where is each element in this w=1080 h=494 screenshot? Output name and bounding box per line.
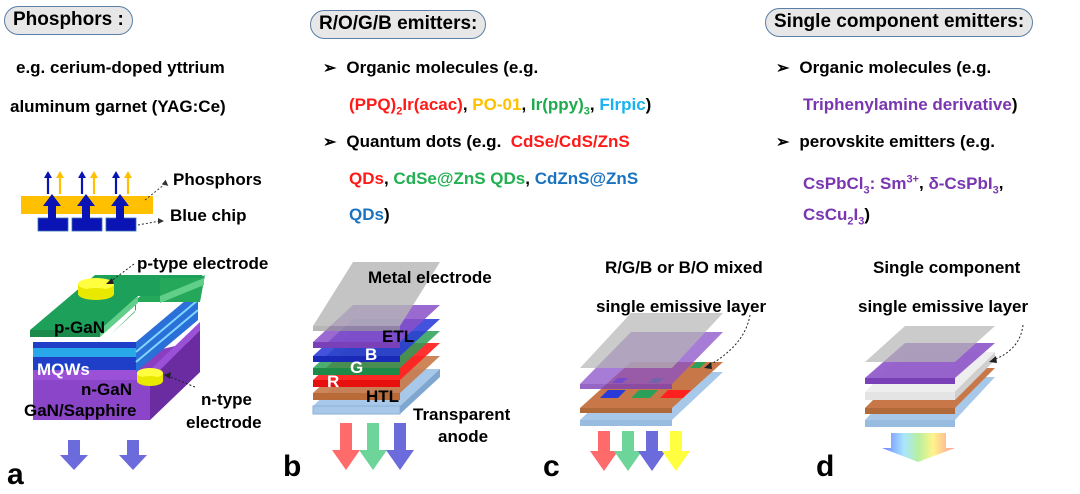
label-r: R bbox=[327, 372, 340, 391]
label-mqws: MQWs bbox=[37, 360, 90, 379]
label-c-title2: single emissive layer bbox=[596, 297, 767, 316]
label-p-type-electrode: p-type electrode bbox=[137, 254, 269, 273]
phosphors-heading: Phosphors : bbox=[4, 6, 133, 35]
label-g: G bbox=[350, 358, 364, 377]
label-n-gan: n-GaN bbox=[81, 380, 132, 399]
arrow-bullet-icon: ➢ bbox=[323, 134, 337, 151]
single-bullet-organic: ➢ Organic molecules (e.g. bbox=[776, 58, 991, 79]
single-organic-intro: Organic molecules (e.g. bbox=[799, 58, 992, 77]
rogb-bullet-qd: ➢ Quantum dots (e.g. CdSe/CdS/ZnS bbox=[323, 132, 630, 153]
single-organic-example: Triphenylamine derivative) bbox=[803, 95, 1018, 114]
rogb-organic-intro: Organic molecules (e.g. bbox=[346, 58, 539, 77]
panel-letter-b: b bbox=[283, 450, 302, 483]
label-gan-sapphire: GaN/Sapphire bbox=[24, 401, 137, 420]
blue-chips bbox=[37, 194, 137, 232]
label-etl: ETL bbox=[382, 327, 415, 346]
ex-cdse-zns: CdSe@ZnS QDs bbox=[393, 169, 526, 188]
panel-c-emission-arrows bbox=[590, 431, 690, 471]
n-type-electrode-disc bbox=[137, 368, 163, 386]
phosphor-layer bbox=[21, 196, 153, 214]
label-n-type: n-type bbox=[201, 390, 252, 409]
label-htl: HTL bbox=[366, 387, 400, 406]
label-metal-electrode: Metal electrode bbox=[368, 268, 492, 287]
label-phosphors: Phosphors bbox=[173, 170, 262, 189]
single-heading: Single component emitters: bbox=[765, 8, 1034, 37]
ex-cscu2i3: CsCu2I3 bbox=[803, 205, 865, 228]
single-perovskite-intro: perovskite emitters (e.g. bbox=[799, 132, 995, 151]
ex-cdzns-zns: CdZnS@ZnS bbox=[534, 169, 639, 188]
single-perovskite-examples-end: CsCu2I3) bbox=[803, 205, 871, 228]
panel-c-mixed-layer-device bbox=[580, 313, 751, 471]
rogb-organic-examples: (PPQ)2Ir(acac), PO-01, Ir(ppy)3, FIrpic) bbox=[349, 95, 652, 118]
ex-firpic: FIrpic bbox=[599, 95, 646, 114]
ex-irppy: Ir(ppy)3 bbox=[530, 95, 590, 118]
label-transparent: Transparent bbox=[413, 405, 511, 424]
panel-d-white-emission-arrow bbox=[882, 433, 955, 462]
label-b: B bbox=[365, 345, 378, 364]
arrow-bullet-icon: ➢ bbox=[776, 60, 790, 77]
panel-a-emission-arrows bbox=[60, 440, 147, 470]
label-c-title1: R/G/B or B/O mixed bbox=[605, 258, 763, 277]
rogb-heading: R/O/G/B emitters: bbox=[310, 10, 487, 39]
single-perovskite-examples: CsPbCl3: Sm3+, δ-CsPbI3, bbox=[803, 173, 1004, 197]
panel-letter-c: c bbox=[543, 450, 560, 483]
panel-letter-a: a bbox=[7, 458, 24, 491]
ex-cspbcl3: CsPbCl3: Sm3+ bbox=[803, 173, 919, 197]
ex-cdse-cds-zns: CdSe/CdS/ZnS bbox=[510, 132, 630, 151]
rogb-qd-intro: Quantum dots (e.g. bbox=[346, 132, 502, 151]
ex-qds-blue: QDs bbox=[349, 205, 384, 224]
ex-triphenylamine: Triphenylamine derivative bbox=[803, 95, 1012, 114]
ex-cspbi3: δ-CsPbI3 bbox=[928, 173, 999, 197]
panel-b-emission-arrows bbox=[332, 423, 414, 470]
panel-letter-d: d bbox=[816, 450, 835, 483]
p-type-electrode-disc bbox=[78, 278, 114, 300]
label-d-title1: Single component bbox=[873, 258, 1021, 277]
emission-arrows bbox=[44, 171, 132, 194]
leader-lines bbox=[137, 183, 166, 226]
ex-po01: PO-01 bbox=[472, 95, 522, 114]
phosphors-line1: e.g. cerium-doped yttrium bbox=[16, 58, 225, 77]
label-p-gan: p-GaN bbox=[54, 318, 105, 337]
panel-d-single-component-device bbox=[865, 324, 1024, 462]
label-n-type-electrode: electrode bbox=[186, 413, 262, 432]
rogb-bullet-organic: ➢ Organic molecules (e.g. bbox=[323, 58, 538, 79]
rogb-qd-examples: QDs, CdSe@ZnS QDs, CdZnS@ZnS bbox=[349, 169, 639, 188]
arrow-bullet-icon: ➢ bbox=[323, 60, 337, 77]
label-blue-chip: Blue chip bbox=[170, 206, 247, 225]
phosphors-line2: aluminum garnet (YAG:Ce) bbox=[10, 97, 226, 116]
label-anode: anode bbox=[438, 427, 489, 446]
ex-ppq: (PPQ)2Ir(acac) bbox=[349, 95, 463, 118]
panel-b-oled-stack bbox=[312, 262, 440, 470]
rogb-qd-examples-end: QDs) bbox=[349, 205, 390, 224]
label-d-title2: single emissive layer bbox=[858, 297, 1029, 316]
ex-qds-red: QDs bbox=[349, 169, 384, 188]
arrow-bullet-icon: ➢ bbox=[776, 134, 790, 151]
single-bullet-perovskite: ➢ perovskite emitters (e.g. bbox=[776, 132, 995, 153]
